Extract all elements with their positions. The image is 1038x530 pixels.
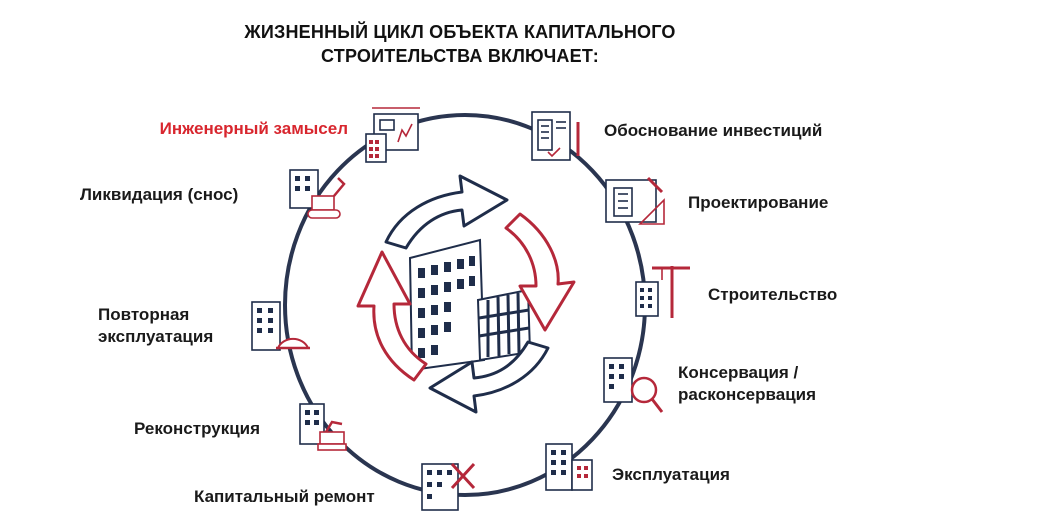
stage-label-engineering-idea: Инженерный замысел (159, 119, 348, 138)
stage-label-conservation: Консервация / расконсервация (678, 362, 816, 406)
stage-label-construction: Строительство (708, 285, 838, 304)
stage-label-conservation-line-1: Консервация / (678, 363, 799, 382)
building-icon (545, 443, 593, 491)
title-line-1: ЖИЗНЕННЫЙ ЦИКЛ ОБЪЕКТА КАПИТАЛЬНОГО (244, 22, 676, 42)
stage-label-design: Проектирование (688, 193, 829, 212)
stage-label-liquidation: Ликвидация (снос) (80, 185, 239, 204)
title-line-2: СТРОИТЕЛЬСТВА ВКЛЮЧАЕТ: (321, 46, 599, 66)
stage-label-conservation-line-2: расконсервация (678, 385, 817, 404)
magnifier-building-icon (603, 357, 664, 413)
central-buildings-icon (408, 238, 532, 372)
calculator-chart-icon (365, 107, 420, 163)
stage-label-reuse-line-1: Повторная (98, 305, 190, 324)
cycle-arrows (356, 174, 576, 414)
stage-label-reuse: Повторная эксплуатация (98, 304, 213, 348)
hardhat-building-icon (251, 301, 310, 351)
arrow-bottom-navy (428, 340, 550, 414)
stage-label-major-repair: Капитальный ремонт (194, 487, 375, 506)
bulldozer-building-icon (289, 169, 346, 219)
excavator-building-icon (299, 403, 347, 451)
tools-building-icon (421, 462, 476, 511)
page-title: ЖИЗНЕННЫЙ ЦИКЛ ОБЪЕКТА КАПИТАЛЬНОГО СТРО… (200, 20, 720, 68)
blueprint-icon (605, 176, 665, 225)
stage-label-reconstruction: Реконструкция (134, 419, 261, 438)
arrow-top-navy (384, 174, 509, 250)
arrow-right-red (504, 212, 576, 332)
stage-label-reuse-line-2: эксплуатация (98, 327, 214, 346)
stage-label-investment-justification: Обоснование инвестиций (604, 121, 823, 140)
crane-building-icon (635, 266, 690, 318)
arrow-left-red (356, 250, 428, 382)
stage-label-operation: Эксплуатация (612, 465, 730, 484)
document-building-icon (531, 111, 580, 161)
